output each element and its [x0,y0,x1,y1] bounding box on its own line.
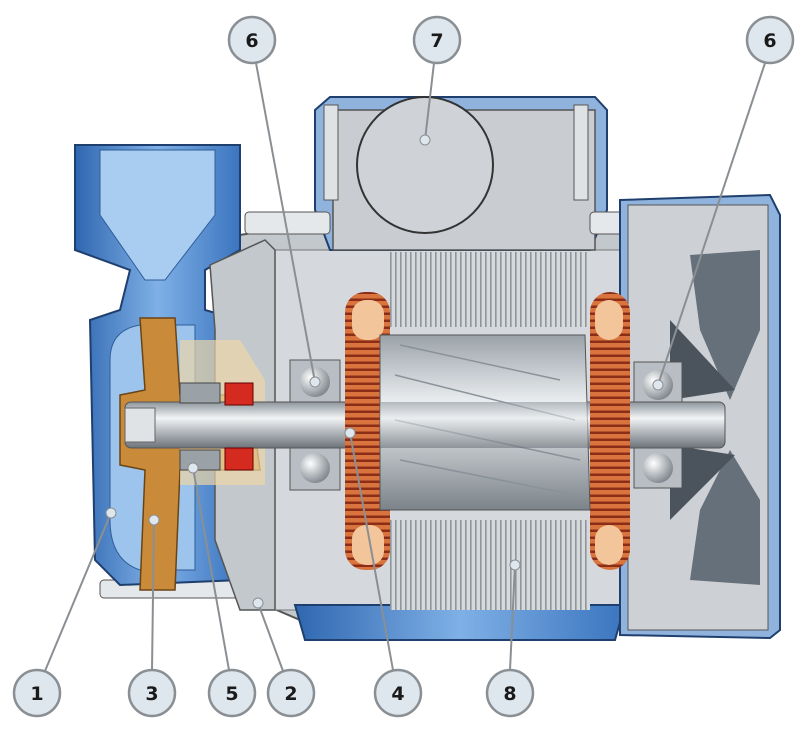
callout-label: 2 [284,683,297,705]
callout-5-seal: 5 [207,668,257,718]
callout-label: 6 [245,30,258,52]
callout-6-bearing-rear: 6 [745,15,795,65]
callout-6-bearing-front: 6 [227,15,277,65]
capacitor [356,96,494,234]
callout-label: 5 [225,683,238,705]
motor-base [293,604,627,641]
callout-label: 1 [30,683,43,705]
callout-label: 8 [503,683,516,705]
leader-lines [44,62,766,672]
callout-label: 7 [430,30,443,52]
callout-8-stator: 8 [485,668,535,718]
callout-label: 4 [391,683,404,705]
stator-windings [345,292,630,570]
callout-7-capacitor: 7 [412,15,462,65]
callout-4-shaft: 4 [373,668,423,718]
stator-laminations [390,252,590,610]
cooling-fan [670,250,760,585]
callout-3-impeller: 3 [127,668,177,718]
rotor [379,334,591,511]
callout-2-bracket: 2 [266,668,316,718]
callout-label: 6 [763,30,776,52]
callout-1-pump-body: 1 [12,668,62,718]
callout-label: 3 [145,683,158,705]
